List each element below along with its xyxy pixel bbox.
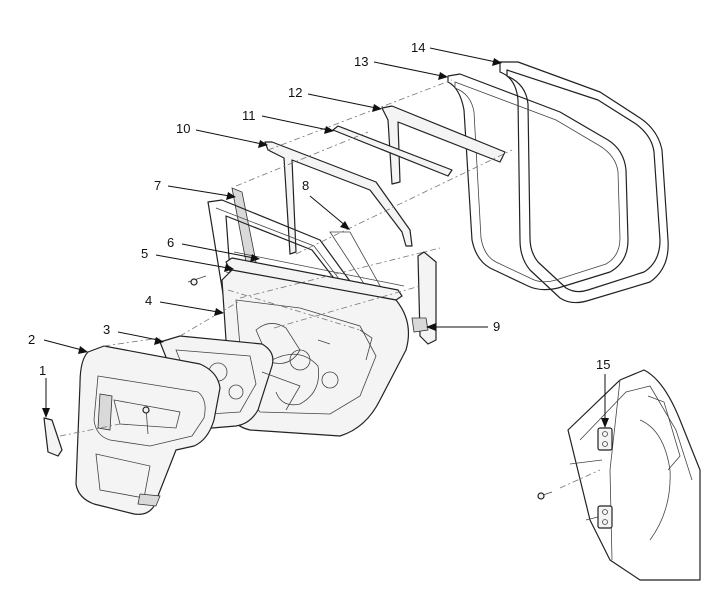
callout-label-8: 8 xyxy=(302,178,309,193)
callout-arrow-12 xyxy=(372,104,382,112)
callout-leader-5 xyxy=(155,254,229,269)
callout-label-4: 4 xyxy=(145,293,152,308)
callout-leader-14 xyxy=(429,47,497,63)
callout-arrow-8 xyxy=(340,221,350,230)
callouts: 1 2 3 4 5 6 7 8 9 10 xyxy=(28,40,610,428)
callout-label-10: 10 xyxy=(176,121,190,136)
callout-leader-4 xyxy=(159,301,219,313)
belt-moulding-part xyxy=(332,125,453,177)
callout-label-7: 7 xyxy=(154,178,161,193)
door-weatherstrip-inner-part xyxy=(447,73,629,291)
bolt-part xyxy=(142,275,553,500)
callout-leader-3 xyxy=(117,331,159,341)
callout-arrow-1 xyxy=(42,408,50,418)
callout-label-13: 13 xyxy=(354,54,368,69)
callout-arrow-9 xyxy=(426,323,436,331)
callout-leader-13 xyxy=(373,61,443,77)
inner-handle-cover-part xyxy=(43,417,63,457)
callout-leader-10 xyxy=(195,129,263,145)
callout-leader-12 xyxy=(307,93,377,109)
alignment-lines xyxy=(59,79,601,489)
callout-label-11: 11 xyxy=(242,108,256,123)
callout-label-6: 6 xyxy=(167,235,174,250)
callout-label-3: 3 xyxy=(103,322,110,337)
callout-leader-8 xyxy=(309,195,347,227)
inset-hinge-view xyxy=(567,369,701,581)
callout-arrow-6 xyxy=(250,254,260,262)
callout-label-1: 1 xyxy=(39,363,46,378)
callout-arrow-10 xyxy=(258,140,268,148)
callout-arrow-4 xyxy=(214,308,224,316)
callout-label-2: 2 xyxy=(28,332,35,347)
callout-arrow-5 xyxy=(224,264,234,272)
callout-arrow-7 xyxy=(226,192,236,200)
glass-run-channel-part xyxy=(381,105,506,185)
callout-leader-11 xyxy=(261,115,329,131)
callout-leader-2 xyxy=(43,339,83,351)
rear-lower-sash-part xyxy=(411,251,437,345)
callout-label-9: 9 xyxy=(493,319,500,334)
callout-arrow-11 xyxy=(324,126,334,134)
callout-label-12: 12 xyxy=(288,85,302,100)
callout-arrow-13 xyxy=(438,72,448,80)
callout-label-15: 15 xyxy=(596,357,610,372)
callout-leader-6 xyxy=(181,243,255,259)
quarter-glass-part xyxy=(231,187,257,263)
callout-label-14: 14 xyxy=(411,40,425,55)
callout-leader-7 xyxy=(167,185,231,197)
door-panel-part xyxy=(221,269,409,437)
callout-arrow-14 xyxy=(492,58,502,66)
callout-arrow-15 xyxy=(601,418,609,428)
callout-label-5: 5 xyxy=(141,246,148,261)
callout-arrow-3 xyxy=(154,337,164,345)
callout-arrow-2 xyxy=(78,346,88,354)
door-weatherstrip-outer-part xyxy=(499,61,669,304)
